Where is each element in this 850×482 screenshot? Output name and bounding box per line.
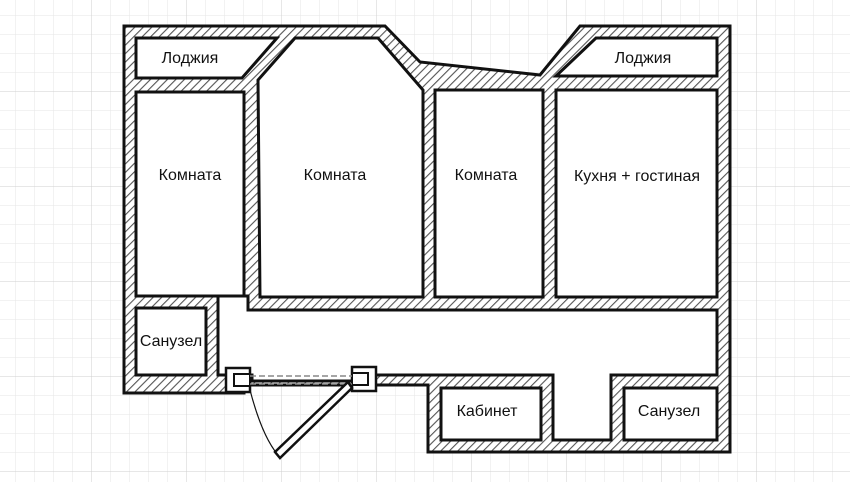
room-komnata-3 <box>433 88 545 299</box>
room-labels: Лоджия Лоджия Комната Комната Комната Ку… <box>140 50 700 420</box>
label-loggia-right: Лоджия <box>615 50 672 67</box>
door-swing-icon <box>224 365 378 460</box>
label-kitchen-living: Кухня + гостиная <box>574 168 700 185</box>
room-komnata-1 <box>134 90 246 298</box>
room-corridor <box>216 294 719 442</box>
label-komnata-2: Комната <box>304 167 367 184</box>
rooms <box>134 36 719 442</box>
label-bathroom-left: Санузел <box>140 333 202 350</box>
label-study: Кабинет <box>457 403 519 420</box>
label-loggia-left: Лоджия <box>162 50 219 67</box>
label-komnata-1: Комната <box>159 167 222 184</box>
room-komnata-2 <box>256 36 425 299</box>
door-swing-arc <box>249 389 279 456</box>
label-bathroom-right: Санузел <box>638 403 700 420</box>
room-bathroom-left <box>134 306 208 377</box>
door-jamb-left-inner <box>233 373 251 387</box>
room-loggia-left <box>134 36 281 80</box>
door-leaf <box>273 380 354 460</box>
room-study <box>439 386 543 442</box>
room-bathroom-right <box>622 386 719 442</box>
room-kitchen-living <box>554 88 719 299</box>
label-komnata-3: Комната <box>455 167 518 184</box>
door-jamb-right-inner <box>351 372 369 386</box>
room-loggia-right <box>552 36 719 78</box>
